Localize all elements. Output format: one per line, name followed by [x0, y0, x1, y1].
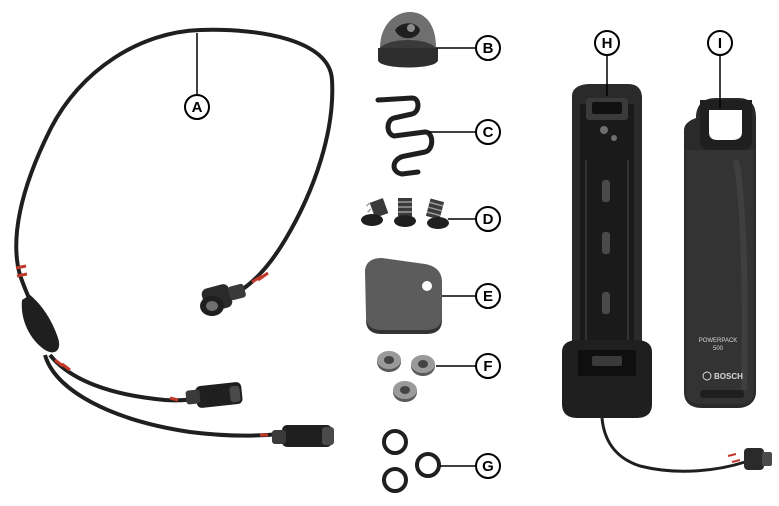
screw-3 [425, 198, 449, 229]
part-d-screws [361, 198, 449, 229]
leader-lines [196, 33, 721, 467]
callout-e: E [475, 283, 501, 309]
o-ring-1 [382, 429, 408, 455]
callout-b-label: B [483, 40, 494, 57]
part-e-foam-pad [365, 258, 442, 334]
part-h-battery-mount [562, 84, 772, 473]
screw-2 [394, 198, 416, 227]
spacer-3 [393, 381, 417, 402]
callout-f-label: F [483, 358, 492, 375]
bosch-logo-icon [702, 371, 712, 381]
part-f-spacers [377, 351, 435, 402]
callout-f: F [475, 353, 501, 379]
o-ring-3 [415, 452, 441, 478]
callout-h: H [594, 30, 620, 56]
spacer-2 [411, 355, 435, 376]
screw-1 [361, 198, 389, 226]
callout-c-label: C [483, 124, 494, 141]
callout-g-label: G [482, 458, 494, 475]
branch-connector-1 [185, 382, 243, 408]
callout-i-label: I [718, 35, 722, 52]
callout-h-label: H [602, 35, 613, 52]
mount-cable-plug [744, 448, 772, 470]
o-ring-2 [382, 467, 408, 493]
branch-connector-2 [272, 425, 334, 447]
callout-b: B [475, 35, 501, 61]
spacer-1 [377, 351, 401, 372]
part-i-battery: POWERPACK 500 BOSCH [684, 98, 756, 408]
part-c-wire-clip [375, 95, 435, 177]
round-plug-connector [200, 283, 246, 316]
callout-g: G [475, 453, 501, 479]
callout-d-label: D [483, 211, 494, 228]
callout-i: I [707, 30, 733, 56]
callout-a: A [184, 94, 210, 120]
part-b-rubber-stopper [378, 12, 438, 68]
battery-brand: BOSCH [714, 372, 743, 381]
callout-a-label: A [192, 99, 203, 116]
part-a-cable-harness [14, 27, 335, 447]
callout-c: C [475, 119, 501, 145]
callout-e-label: E [483, 288, 493, 305]
part-g-o-rings [382, 429, 441, 493]
battery-model-line1: POWERPACK [699, 338, 738, 344]
battery-model-line2: 500 [713, 346, 724, 352]
callout-d: D [475, 206, 501, 232]
